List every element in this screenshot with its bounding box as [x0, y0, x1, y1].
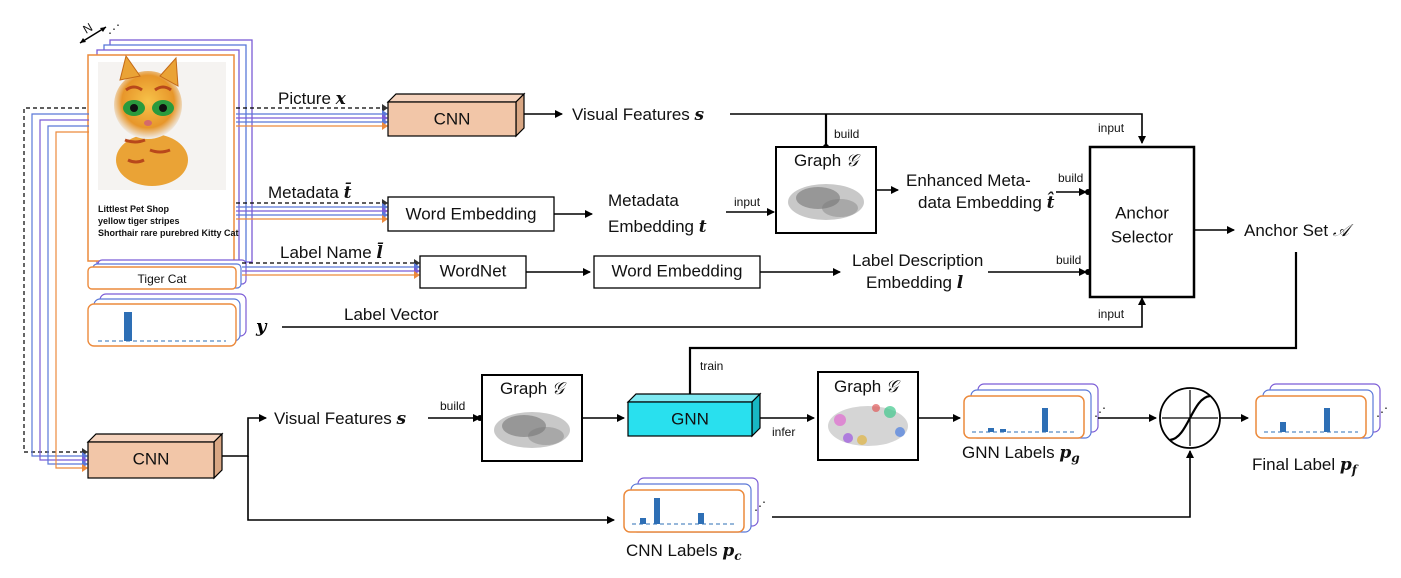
- bottom-cnn-label: CNN: [133, 449, 170, 468]
- card-title: Littlest Pet Shop: [98, 204, 170, 214]
- input-label-graph: input: [734, 195, 761, 209]
- top-visual-features: Visual Features s: [572, 105, 705, 125]
- anchor-selector-box: [1088, 145, 1196, 299]
- label-name-label: Label Name l̄: [280, 242, 384, 263]
- anchor-set-label: Anchor Set 𝒜: [1244, 221, 1354, 240]
- label-desc-2: Embedding l: [866, 273, 964, 293]
- gnn-block: [626, 392, 762, 438]
- label-name-stack: [87, 259, 247, 290]
- arrow-bcnn-to-cnnlabels: [247, 456, 615, 524]
- final-label-caption: Final Label pf: [1252, 455, 1359, 477]
- card-line-1: yellow tiger stripes: [98, 216, 180, 226]
- fusion-sigmoid-icon: [1159, 387, 1221, 449]
- anchor-input-top: input: [1098, 121, 1125, 135]
- arrow-labelvec-to-anchor: [282, 297, 1146, 328]
- cnn-labels-stack: ⋰: [623, 477, 766, 533]
- enhanced-label-2: data Embedding t̂: [918, 192, 1055, 213]
- metadata-embedding-2: Embedding t: [608, 217, 707, 237]
- line-anchor-to-gnn: [688, 252, 1298, 396]
- label-desc-1: Label Description: [852, 251, 983, 270]
- wordnet-box: [419, 255, 527, 289]
- label-vector-symbol: y: [255, 316, 268, 337]
- gnn-stack-dots: ⋰: [1094, 405, 1106, 419]
- stack-dots: ⋰: [108, 22, 120, 36]
- arrow-visual-to-anchor: [730, 113, 1146, 144]
- gnn-labels-caption: GNN Labels pg: [962, 443, 1080, 465]
- arrow-bcnn-to-visual: [222, 414, 267, 457]
- word-embedding-2-label: Word Embedding: [611, 261, 742, 280]
- stack-label: N: [81, 20, 96, 36]
- top-cnn-label: CNN: [434, 109, 471, 128]
- label-vector-text: Label Vector: [344, 305, 439, 324]
- metadata-embedding-1: Metadata: [608, 191, 679, 210]
- card-line-2: Shorthair rare purebred Kitty Cat: [98, 228, 239, 238]
- top-graph-cloud: [788, 184, 864, 220]
- train-label: train: [700, 359, 723, 373]
- cat-photo: [98, 54, 226, 190]
- infer-graph-cloud: [828, 404, 908, 446]
- label-vector-bar: [124, 312, 132, 341]
- build-label-enh: build: [1058, 171, 1083, 185]
- build-label-graph: build: [834, 127, 859, 141]
- build-label-ld: build: [1056, 253, 1081, 267]
- anchor-selector-1: Anchor: [1115, 203, 1169, 222]
- word-embedding-box: [387, 196, 555, 232]
- final-label-stack: ⋰: [1255, 383, 1388, 439]
- top-cnn-block: [386, 92, 526, 138]
- label-name-text: Tiger Cat: [138, 272, 188, 286]
- arrow-cnnlabels-to-fusion: [772, 450, 1194, 518]
- input-arrowheads: [82, 104, 420, 472]
- bottom-visual-features: Visual Features s: [274, 409, 407, 429]
- wordnet-label: WordNet: [440, 261, 507, 280]
- bottom-graph-cloud: [494, 412, 570, 448]
- bottom-build-label: build: [440, 399, 465, 413]
- gnn-label: GNN: [671, 409, 709, 428]
- anchor-selector-2: Selector: [1111, 227, 1174, 246]
- infer-label: infer: [772, 425, 795, 439]
- word-embedding-2-box: [593, 255, 761, 289]
- bottom-cnn-block: [86, 432, 224, 480]
- input-connector-lines: [23, 107, 414, 469]
- anchor-input-bottom: input: [1098, 307, 1125, 321]
- word-embedding-label: Word Embedding: [405, 204, 536, 223]
- infer-graph-label: Graph 𝒢: [834, 377, 901, 396]
- cnn-stack-dots: ⋰: [754, 499, 766, 513]
- cnn-labels-caption: CNN Labels pc: [626, 541, 742, 563]
- gnn-labels-stack: ⋰: [963, 383, 1106, 439]
- label-vector-stack: [87, 293, 247, 347]
- metadata-label: Metadata t̄: [268, 182, 352, 203]
- bottom-graph-label: Graph 𝒢: [500, 379, 567, 398]
- final-stack-dots: ⋰: [1376, 405, 1388, 419]
- enhanced-label-1: Enhanced Meta-: [906, 171, 1031, 190]
- picture-label: Picture x: [278, 89, 347, 109]
- top-graph-label: Graph 𝒢: [794, 151, 861, 170]
